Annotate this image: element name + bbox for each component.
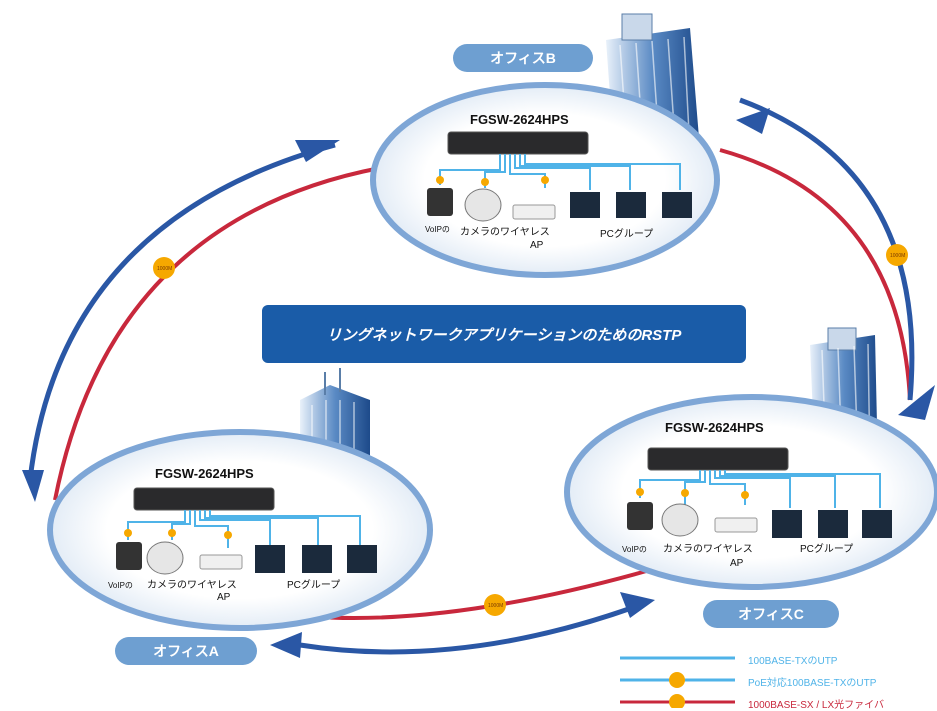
arrow-head-bottom-left [270, 632, 302, 658]
office-b-switch-label: FGSW-2624HPS [470, 112, 569, 127]
legend-fiber-text: 1000BASE-SX / LX光ファイバ [748, 700, 884, 711]
arrow-head-right-top [736, 108, 770, 134]
legend-poe-badge [669, 672, 685, 688]
office-b-devices [427, 154, 692, 222]
link-badge-right-label: 1000M [890, 253, 905, 259]
office-c-voip-label: VoIPの [622, 545, 647, 554]
arrow-head-bottom-right [620, 592, 655, 618]
legend-lines [620, 656, 735, 708]
arrow-bottom-path [299, 602, 641, 655]
office-c-devices [627, 470, 892, 538]
office-c-pc-label: PCグループ [800, 542, 853, 555]
link-badge-left [153, 257, 175, 279]
office-a-label: オフィスA [115, 637, 257, 665]
office-a-pc-label: PCグループ [287, 578, 340, 591]
office-a-switch [133, 487, 275, 511]
office-b-switch [447, 131, 589, 155]
office-b-voip-label: VoIPの [425, 225, 450, 234]
office-c-label: オフィスC [703, 600, 839, 628]
arrow-head-left-top [295, 140, 340, 162]
office-c-camera-label: カメラのワイヤレス [663, 543, 753, 555]
office-b-ap-label: AP [530, 240, 544, 251]
office-a-camera-label: カメラのワイヤレス [147, 579, 237, 591]
office-a-devices [116, 510, 377, 575]
office-c-switch-label: FGSW-2624HPS [665, 420, 764, 435]
arrow-right-path [739, 97, 915, 401]
legend-poe-text: PoE対応100BASE-TXのUTP [748, 678, 877, 689]
rstp-arrows [27, 97, 915, 655]
arrow-head-left-bottom [22, 470, 44, 502]
rstp-banner: リングネットワークアプリケーションのためのRSTP [262, 305, 746, 363]
office-a-switch-label: FGSW-2624HPS [155, 466, 254, 481]
office-b-label: オフィスB [453, 44, 593, 72]
link-badge-bottom-label: 1000M [488, 603, 503, 609]
arrow-left-path [27, 142, 336, 481]
arrow-heads [22, 108, 935, 658]
legend-utp-text: 100BASE-TXのUTP [748, 656, 838, 667]
link-badges [153, 244, 908, 616]
office-b-pc-label: PCグループ [600, 227, 653, 240]
link-badge-right [886, 244, 908, 266]
office-a-disc [47, 429, 433, 631]
office-a-ap-label: AP [217, 592, 231, 603]
link-badge-left-label: 1000M [157, 266, 172, 272]
office-c-switch [647, 447, 789, 471]
office-c-ap-label: AP [730, 558, 744, 569]
office-a-voip-label: VoIPの [108, 581, 133, 590]
office-b-camera-label: カメラのワイヤレス [460, 226, 550, 238]
arrow-head-right-bottom [898, 385, 935, 420]
legend-fiber-badge [669, 694, 685, 708]
office-c-disc [564, 394, 937, 590]
link-badge-bottom [484, 594, 506, 616]
